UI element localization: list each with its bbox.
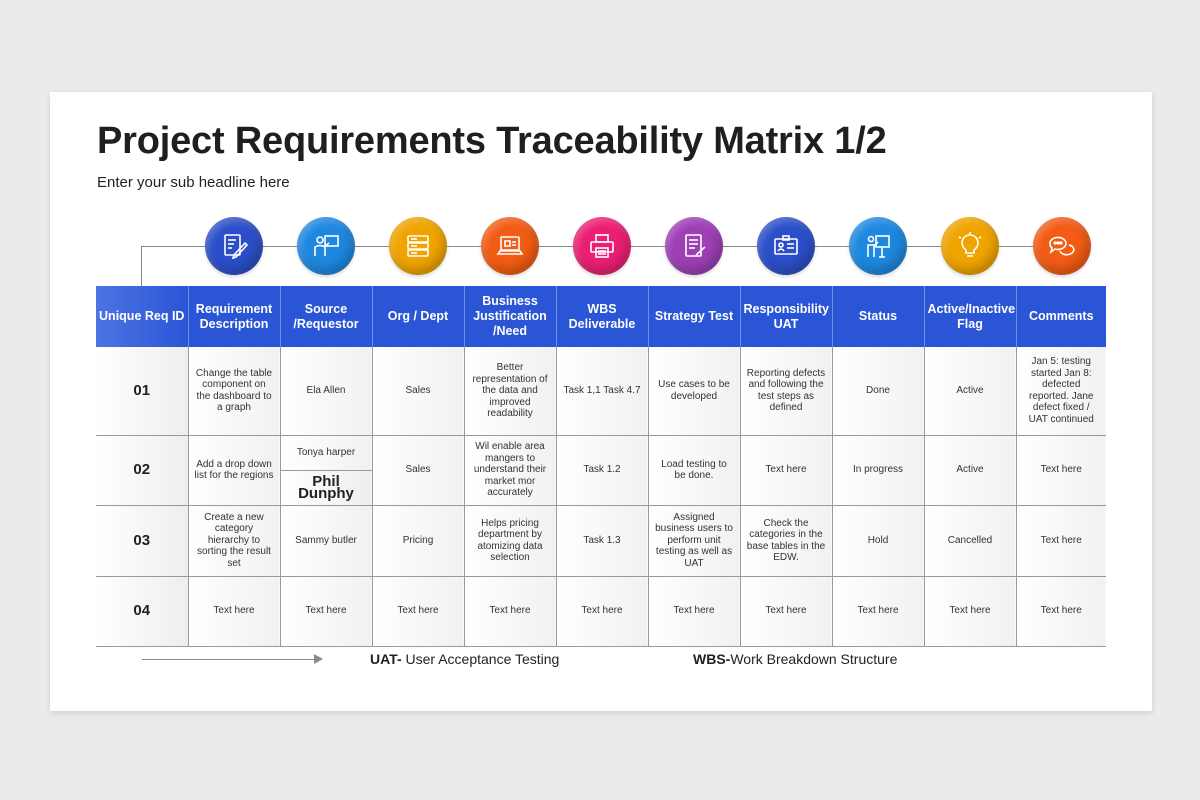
column-header: Org / Dept	[371, 286, 464, 347]
responsibility-cell: Check the categories in the base tables …	[739, 505, 832, 577]
document-edit-icon	[205, 217, 263, 275]
column-header: Comments	[1015, 286, 1106, 347]
comments-cell: Jan 5: testing started Jan 8: defected r…	[1015, 347, 1106, 436]
table-header-row: Unique Req ID Requirement Description So…	[96, 286, 1106, 347]
justification-cell: Text here	[463, 576, 556, 647]
arrow-right-icon	[314, 654, 323, 664]
wbs-cell: Task 1.2	[555, 435, 648, 506]
source-cell: Sammy butler	[279, 505, 372, 577]
status-cell: Text here	[831, 576, 924, 647]
column-header: Requirement Description	[187, 286, 280, 347]
wbs-cell: Task 1.3	[555, 505, 648, 577]
responsibility-cell: Text here	[739, 435, 832, 506]
comments-cell: Text here	[1015, 576, 1106, 647]
req-id-cell: 01	[96, 347, 188, 436]
uat-footnote: UAT- User Acceptance Testing	[370, 651, 559, 667]
footer-arrow-line	[142, 659, 317, 660]
column-header: Status	[831, 286, 924, 347]
org-cell: Text here	[371, 576, 464, 647]
table-row: 04 Text here Text here Text here Text he…	[96, 576, 1106, 647]
comments-cell: Text here	[1015, 505, 1106, 577]
status-cell: Hold	[831, 505, 924, 577]
id-card-icon	[757, 217, 815, 275]
source-cell: Tonya harper	[279, 435, 372, 471]
page-title: Project Requirements Traceability Matrix…	[97, 120, 887, 162]
responsibility-cell: Reporting defects and following the test…	[739, 347, 832, 436]
status-cell: Done	[831, 347, 924, 436]
strategy-cell: Text here	[647, 576, 740, 647]
org-cell: Pricing	[371, 505, 464, 577]
column-header: Unique Req ID	[96, 286, 188, 347]
description-cell: Change the table component on the dashbo…	[187, 347, 280, 436]
status-cell: In progress	[831, 435, 924, 506]
column-header: Responsibility UAT	[739, 286, 832, 347]
connector-vertical	[141, 246, 142, 286]
strategy-cell: Assigned business users to perform unit …	[647, 505, 740, 577]
org-cell: Sales	[371, 435, 464, 506]
wbs-abbreviation: WBS-	[693, 651, 731, 667]
strategy-cell: Use cases to be developed	[647, 347, 740, 436]
column-header: Business Justification /Need	[463, 286, 556, 347]
source-cell: Phil Dunphy	[279, 470, 372, 506]
wbs-cell: Text here	[555, 576, 648, 647]
page-subtitle: Enter your sub headline here	[97, 174, 290, 191]
slide: Project Requirements Traceability Matrix…	[50, 92, 1152, 711]
flag-cell: Cancelled	[923, 505, 1016, 577]
uat-abbreviation: UAT-	[370, 651, 402, 667]
source-cell: Text here	[279, 576, 372, 647]
description-cell: Text here	[187, 576, 280, 647]
checklist-icon	[665, 217, 723, 275]
traceability-matrix-table: Unique Req ID Requirement Description So…	[96, 286, 1106, 647]
justification-cell: Helps pricing department by atomizing da…	[463, 505, 556, 577]
org-cell: Sales	[371, 347, 464, 436]
description-cell: Create a new category hierarchy to sorti…	[187, 505, 280, 577]
responsibility-cell: Text here	[739, 576, 832, 647]
strategy-cell: Load testing to be done.	[647, 435, 740, 506]
chat-bubbles-icon	[1033, 217, 1091, 275]
table-row: 03 Create a new category hierarchy to so…	[96, 505, 1106, 577]
source-cell: Ela Allen	[279, 347, 372, 436]
printer-icon	[573, 217, 631, 275]
uat-definition: User Acceptance Testing	[401, 651, 560, 667]
lightbulb-icon	[941, 217, 999, 275]
wbs-definition: Work Breakdown Structure	[730, 651, 898, 667]
wbs-footnote: WBS-Work Breakdown Structure	[693, 651, 897, 667]
table-row: 02 Add a drop down list for the regions …	[96, 435, 1106, 506]
flag-cell: Active	[923, 435, 1016, 506]
justification-cell: Better representation of the data and im…	[463, 347, 556, 436]
laptop-chart-icon	[481, 217, 539, 275]
column-header: Source /Requestor	[279, 286, 372, 347]
presenter-board-icon	[297, 217, 355, 275]
req-id-cell: 03	[96, 505, 188, 577]
column-header: Strategy Test	[647, 286, 740, 347]
flag-cell: Active	[923, 347, 1016, 436]
req-id-cell: 04	[96, 576, 188, 647]
column-header: WBS Deliverable	[555, 286, 648, 347]
req-id-cell: 02	[96, 435, 188, 506]
comments-cell: Text here	[1015, 435, 1106, 506]
table-row: Phil Dunphy	[96, 470, 1106, 506]
server-stack-icon	[389, 217, 447, 275]
flag-cell: Text here	[923, 576, 1016, 647]
presentation-person-icon	[849, 217, 907, 275]
table-row: 01 Change the table component on the das…	[96, 347, 1106, 436]
column-header: Active/Inactive Flag	[923, 286, 1016, 347]
justification-cell: Wil enable area mangers to understand th…	[463, 435, 556, 506]
wbs-cell: Task 1,1 Task 4.7	[555, 347, 648, 436]
description-cell: Add a drop down list for the regions	[187, 435, 280, 506]
